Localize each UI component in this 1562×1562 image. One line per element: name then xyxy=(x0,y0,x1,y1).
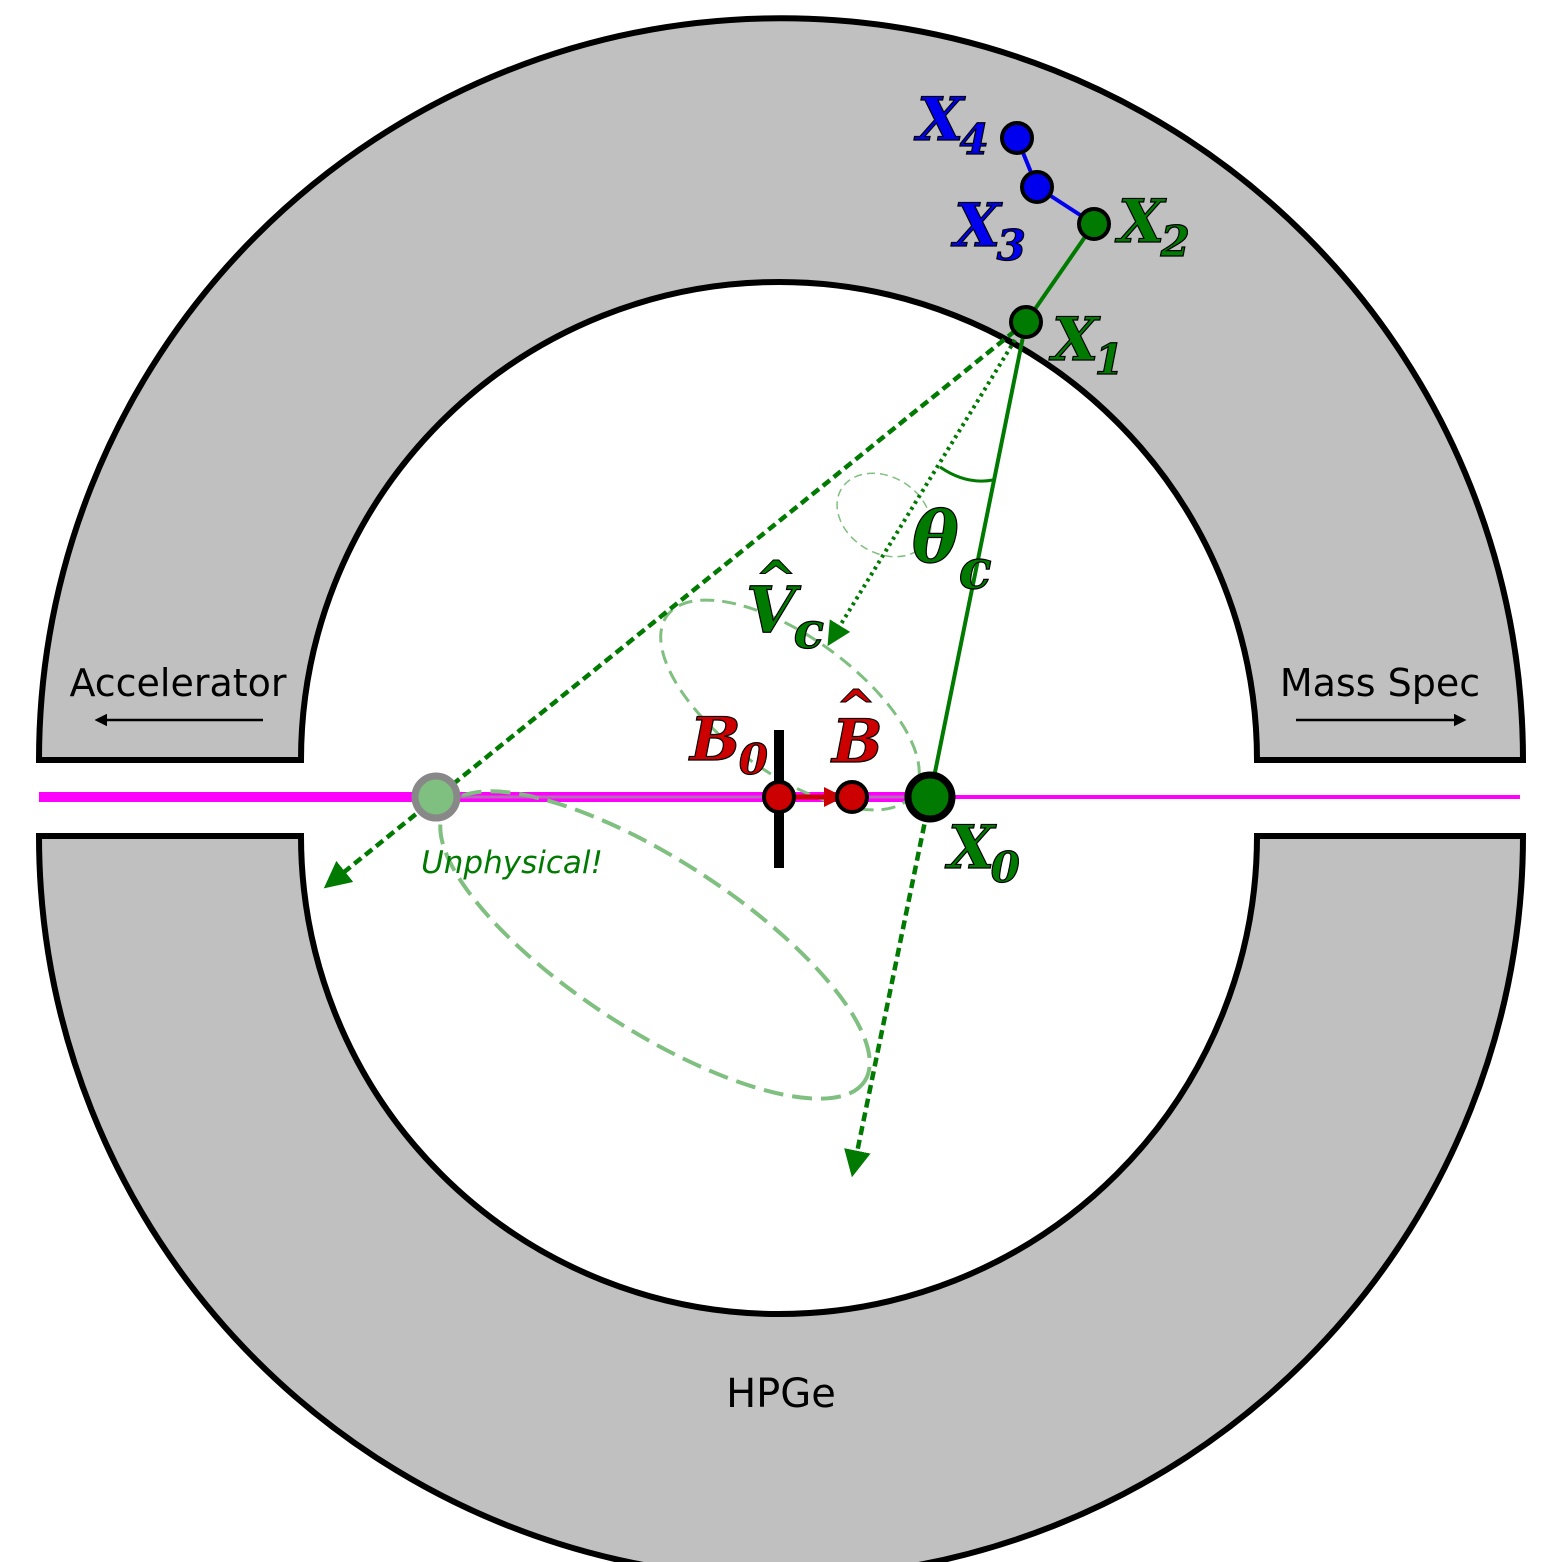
theta-label: θc xyxy=(912,496,992,601)
x2-point xyxy=(1077,207,1111,241)
bhat-label: B xyxy=(830,707,883,777)
hpge-label: HPGe xyxy=(726,1371,836,1417)
x4-label: X4 xyxy=(913,85,989,164)
x1-label: X1 xyxy=(1048,305,1124,384)
vc-label: Vc xyxy=(746,573,824,660)
b0-label: B0 xyxy=(688,705,768,784)
x3-point xyxy=(1020,170,1054,204)
cone-edge-right xyxy=(844,796,933,1178)
b0-point xyxy=(762,780,796,814)
cone-axis-vc xyxy=(827,320,1028,647)
x0-label: X0 xyxy=(944,813,1020,892)
mass-spec-label: Mass Spec xyxy=(1280,661,1480,705)
x2-label: X2 xyxy=(1114,187,1190,266)
track-x1-x2 xyxy=(1024,222,1096,324)
unphysical-label: Unphysical! xyxy=(421,845,603,881)
cone-ellipse-small xyxy=(836,472,932,558)
unphysical-point xyxy=(411,772,461,822)
bhat-hat: ^ xyxy=(836,680,876,736)
accelerator-label: Accelerator xyxy=(69,661,286,705)
bhat-point xyxy=(835,780,869,814)
track-x0-x1 xyxy=(928,321,1028,798)
detector-upper-half xyxy=(35,15,1527,763)
x3-label: X3 xyxy=(950,191,1026,270)
x4-point xyxy=(1000,121,1034,155)
vc-hat: ^ xyxy=(755,549,797,608)
x1-point xyxy=(1009,305,1043,339)
detector-lower-half xyxy=(35,833,1527,1562)
x0-point xyxy=(904,771,956,823)
theta-angle-arc xyxy=(939,465,994,483)
